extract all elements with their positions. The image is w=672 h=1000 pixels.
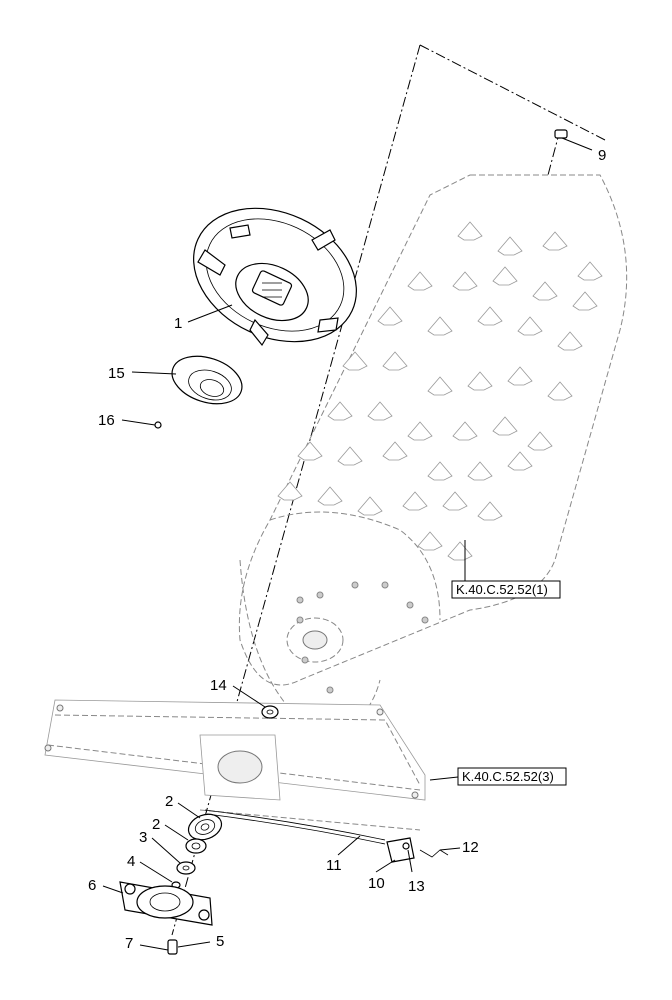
part-3-washer bbox=[176, 861, 196, 875]
part-2-spacer bbox=[185, 838, 207, 854]
part-11-guide-rod bbox=[204, 809, 386, 845]
part-16-bolt bbox=[154, 421, 162, 429]
auger-tine-phantom bbox=[532, 281, 558, 301]
auger-tine-phantom bbox=[547, 381, 573, 401]
auger-tine-phantom bbox=[507, 451, 533, 471]
part-15-bearing-flange bbox=[171, 355, 243, 405]
reference-box-1: K.40.C.52.52(1) bbox=[451, 580, 561, 599]
callout-3: 3 bbox=[139, 829, 147, 846]
auger-drum-phantom bbox=[238, 174, 628, 741]
callout-12: 12 bbox=[462, 839, 479, 856]
callout-13: 13 bbox=[408, 878, 425, 895]
part-5-7-bolt bbox=[167, 939, 178, 955]
part-14-washer bbox=[261, 705, 279, 719]
auger-tine-phantom bbox=[427, 376, 453, 396]
callout-11: 11 bbox=[326, 857, 342, 874]
auger-tine-phantom bbox=[452, 271, 478, 291]
drum-bolt-phantom bbox=[406, 601, 414, 609]
auger-tine-phantom bbox=[337, 446, 363, 466]
drum-bolt-phantom bbox=[301, 656, 309, 664]
auger-tine-phantom bbox=[527, 431, 553, 451]
callout-10: 10 bbox=[368, 875, 385, 892]
assembly-axis-lines bbox=[171, 44, 606, 936]
drum-bolt-phantom bbox=[296, 616, 304, 624]
drum-bolt-phantom bbox=[316, 591, 324, 599]
reference-box-2: K.40.C.52.52(3) bbox=[457, 767, 567, 786]
auger-tine-phantom bbox=[402, 491, 428, 511]
auger-tine-phantom bbox=[542, 231, 568, 251]
callout-14: 14 bbox=[210, 677, 227, 694]
drum-bolt-phantom bbox=[296, 596, 304, 604]
leader-lines bbox=[102, 137, 593, 951]
drum-bolt-phantom bbox=[351, 581, 359, 589]
auger-tine-phantom bbox=[427, 461, 453, 481]
callout-9: 9 bbox=[598, 147, 606, 164]
auger-tine-phantom bbox=[497, 236, 523, 256]
drum-bolt-phantom bbox=[421, 616, 429, 624]
callout-6: 6 bbox=[88, 877, 96, 894]
callout-2b: 2 bbox=[152, 816, 160, 833]
callout-1: 1 bbox=[174, 315, 182, 332]
callout-5: 5 bbox=[216, 933, 224, 950]
auger-tine-phantom bbox=[447, 541, 473, 561]
callout-7: 7 bbox=[125, 935, 133, 952]
auger-tine-phantom bbox=[317, 486, 343, 506]
auger-tine-phantom bbox=[442, 491, 468, 511]
auger-tine-phantom bbox=[457, 221, 483, 241]
auger-tine-phantom bbox=[367, 401, 393, 421]
part-6-bearing-housing bbox=[119, 881, 213, 926]
auger-tine-phantom bbox=[327, 401, 353, 421]
drum-bolt-phantom bbox=[381, 581, 389, 589]
auger-tine-phantom bbox=[557, 331, 583, 351]
auger-tine-phantom bbox=[467, 371, 493, 391]
drum-bolt-phantom bbox=[326, 686, 334, 694]
auger-tine-phantom bbox=[377, 306, 403, 326]
auger-tine-phantom bbox=[407, 421, 433, 441]
auger-tine-phantom bbox=[277, 481, 303, 501]
part-12-pin bbox=[419, 849, 449, 858]
auger-tine-phantom bbox=[577, 261, 603, 281]
auger-tine-phantom bbox=[452, 421, 478, 441]
auger-tine-phantom bbox=[477, 306, 503, 326]
callout-15: 15 bbox=[108, 365, 125, 382]
auger-tine-phantom bbox=[492, 416, 518, 436]
callout-2a: 2 bbox=[165, 793, 173, 810]
auger-tine-phantom bbox=[477, 501, 503, 521]
callout-labels: 1 15 16 9 14 2 2 3 4 6 7 5 11 10 13 12 bbox=[88, 147, 606, 952]
part-9-bolt bbox=[554, 129, 568, 139]
auger-tine-phantom bbox=[382, 351, 408, 371]
part-1-drive-plate bbox=[193, 207, 357, 347]
auger-tine-phantom bbox=[467, 461, 493, 481]
auger-tine-phantom bbox=[417, 531, 443, 551]
auger-tine-phantom bbox=[492, 266, 518, 286]
auger-tine-phantom bbox=[342, 351, 368, 371]
auger-tine-phantom bbox=[407, 271, 433, 291]
callout-4: 4 bbox=[127, 853, 135, 870]
reference-label-1: K.40.C.52.52(1) bbox=[456, 582, 548, 597]
auger-tine-phantom bbox=[427, 316, 453, 336]
reference-label-2: K.40.C.52.52(3) bbox=[462, 769, 554, 784]
auger-tine-phantom bbox=[357, 496, 383, 516]
auger-tine-phantom bbox=[572, 291, 598, 311]
part-2-sprocket bbox=[187, 813, 223, 841]
auger-tine-phantom bbox=[517, 316, 543, 336]
callout-16: 16 bbox=[98, 412, 115, 429]
part-10-13-bracket bbox=[386, 837, 415, 863]
auger-tine-phantom bbox=[297, 441, 323, 461]
auger-tine-phantom bbox=[507, 366, 533, 386]
trough-frame-phantom bbox=[44, 699, 426, 831]
auger-tine-phantom bbox=[382, 441, 408, 461]
